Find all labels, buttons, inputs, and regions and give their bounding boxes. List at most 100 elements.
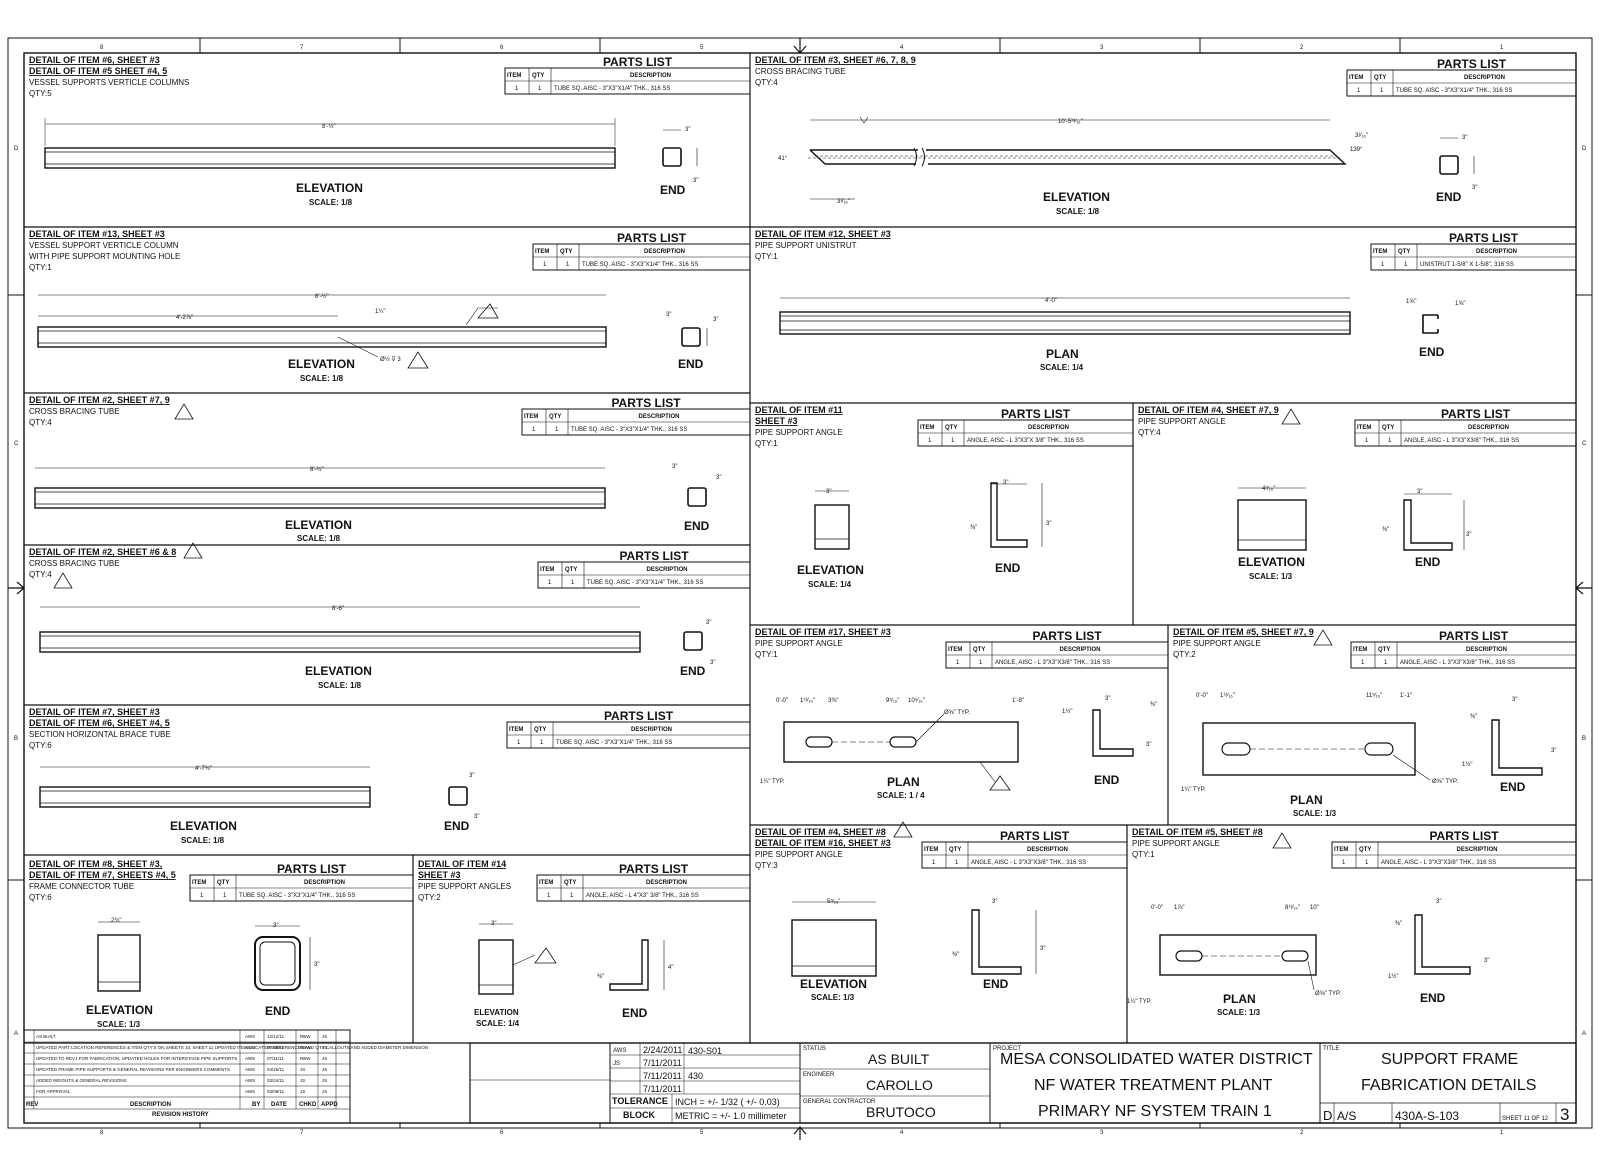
- dimension-label: 3": [1046, 521, 1051, 527]
- col-qty: QTY: [1382, 425, 1394, 431]
- revision-date: 03/24/11: [267, 1078, 285, 1083]
- col-description: DESCRIPTION: [1466, 647, 1507, 653]
- zone-ticks: [8, 38, 1592, 1128]
- view-label: ELEVATION: [170, 819, 237, 833]
- col-item: ITEM: [507, 73, 521, 79]
- part-qty: 1: [571, 580, 575, 586]
- dimension-label: 1¹³⁄₁₆": [800, 698, 815, 704]
- dimension-label: ⅜": [952, 952, 959, 958]
- dimension-label: 4⁹⁄₁₆": [1262, 485, 1275, 492]
- dimension-label: 0'-0": [1151, 905, 1163, 911]
- col-description: DESCRIPTION: [638, 414, 679, 420]
- dimension-label: Ø½ ⊽ 3: [380, 356, 401, 363]
- part-item: 1: [956, 660, 960, 666]
- detail-note: QTY:1: [29, 263, 52, 272]
- detail-note: QTY:1: [1132, 850, 1155, 859]
- view-label: PLAN: [1223, 992, 1256, 1006]
- end-label: END: [1500, 780, 1526, 794]
- d15-elevation-drawing: 3" ELEVATION SCALE: 1/4 ⅜" 4" END: [474, 921, 673, 1028]
- col-description: DESCRIPTION: [1027, 847, 1068, 853]
- revision-date: 07/11/11: [267, 1056, 284, 1061]
- part-item: 1: [1361, 660, 1365, 666]
- zone-label: 4: [900, 1130, 904, 1136]
- dimension-label: 3": [1472, 185, 1477, 191]
- detail-note: PIPE SUPPORT ANGLE: [755, 850, 843, 859]
- zone-label: 2: [1300, 45, 1304, 51]
- scale-label: SCALE: 1/3: [1249, 572, 1293, 581]
- d2-elevation-drawing: 10'-5¹³⁄₁₆" 41° 3³⁄₁₆" 3³⁄₁₆" 139° ELEVA…: [778, 116, 1477, 216]
- detail-title: DETAIL OF ITEM #16, SHEET #3: [755, 838, 891, 848]
- part-description: ANGLE, AISC - L 4"X3" 3/8" THK., 316 SS: [586, 893, 699, 899]
- detail-title: SHEET #3: [755, 416, 798, 426]
- col-item: ITEM: [540, 567, 554, 573]
- parts-list-header: PARTS LIST: [1000, 829, 1070, 843]
- revision-by: AWS: [245, 1045, 255, 1050]
- view-label: PLAN: [1290, 793, 1323, 807]
- detail-note: PIPE SUPPORT ANGLE: [755, 428, 843, 437]
- parts-list-header: PARTS LIST: [1437, 57, 1507, 71]
- dimension-label: 1½": [1462, 761, 1472, 768]
- zone-labels-bottom: 8 7 6 5 4 3 2 1: [100, 1130, 1504, 1136]
- col-item: ITEM: [1357, 425, 1371, 431]
- view-label: ELEVATION: [797, 563, 864, 577]
- view-label: ELEVATION: [800, 977, 867, 991]
- part-qty: 1: [1380, 88, 1384, 94]
- parts-list-header: PARTS LIST: [604, 709, 674, 723]
- col-item: ITEM: [924, 847, 938, 853]
- contractor-value: BRUTOCO: [866, 1104, 936, 1120]
- dimension-label: 3": [314, 962, 319, 968]
- status-value: AS BUILT: [868, 1051, 930, 1067]
- part-item: 1: [1381, 262, 1385, 268]
- col-qty: QTY: [1398, 249, 1410, 255]
- part-qty: 1: [951, 438, 955, 444]
- detail-title: DETAIL OF ITEM #8, SHEET #3,: [29, 859, 162, 869]
- d4-plan-drawing: 4'-0" PLAN SCALE: 1/4 1⅝" 1⅝" END: [779, 297, 1465, 372]
- scale-label: SCALE: 1/4: [476, 1019, 520, 1028]
- detail-note: PIPE SUPPORT ANGLE: [755, 639, 843, 648]
- scale-label: SCALE: 1/3: [97, 1020, 141, 1029]
- revision-date: 12/12/11: [267, 1034, 285, 1039]
- dimension-label: 1½": [1062, 708, 1072, 715]
- end-label: END: [995, 561, 1021, 575]
- detail-note: QTY:3: [755, 861, 778, 870]
- parts-list-header: PARTS LIST: [1441, 407, 1511, 421]
- revision-checked: JS: [300, 1078, 305, 1083]
- detail-note: QTY:6: [29, 893, 52, 902]
- revision-header: DATE: [271, 1102, 287, 1108]
- col-item: ITEM: [509, 727, 523, 733]
- sheet-number: SHEET 11 OF 12: [1502, 1116, 1549, 1122]
- scale-label: SCALE: 1/8: [318, 681, 362, 690]
- col-description: DESCRIPTION: [646, 567, 687, 573]
- part-item: 1: [548, 580, 552, 586]
- revision-triangles: [53, 403, 1333, 849]
- zone-label: 3: [1100, 1130, 1104, 1136]
- detail-note: QTY:4: [1138, 428, 1161, 437]
- dimension-label: 4'-0": [1045, 298, 1057, 304]
- zone-label: 5: [700, 1130, 704, 1136]
- col-description: DESCRIPTION: [1456, 847, 1497, 853]
- zone-labels-top: 8 7 6 5 4 3 2 1: [100, 45, 1504, 51]
- revision-by: AWS: [245, 1089, 255, 1094]
- revision-by: AWS: [245, 1067, 255, 1072]
- part-description: TUBE SQ. AISC - 3"X3"X1/4" THK., 316 SS: [239, 893, 355, 899]
- dimension-label: 3": [685, 127, 690, 133]
- dimension-label: 5⁵⁄₁₆": [827, 898, 840, 905]
- dimension-label: 3": [1484, 958, 1489, 964]
- part-description: TUBE SQ. AISC - 3"X3"X1/4" THK., 316 SS: [556, 740, 672, 746]
- col-qty: QTY: [565, 567, 577, 573]
- drawn-by: AWS: [613, 1048, 626, 1054]
- end-label: END: [1420, 991, 1446, 1005]
- part-qty: 1: [540, 740, 544, 746]
- col-item: ITEM: [524, 414, 538, 420]
- revision-checked: RBW: [300, 1045, 311, 1050]
- revision-history-title: REVISION HISTORY: [152, 1112, 209, 1118]
- contractor-label: GENERAL CONTRACTOR: [803, 1099, 876, 1105]
- zone-label: D: [14, 146, 19, 152]
- part-item: 1: [515, 86, 519, 92]
- project-label: PROJECT: [993, 1046, 1021, 1052]
